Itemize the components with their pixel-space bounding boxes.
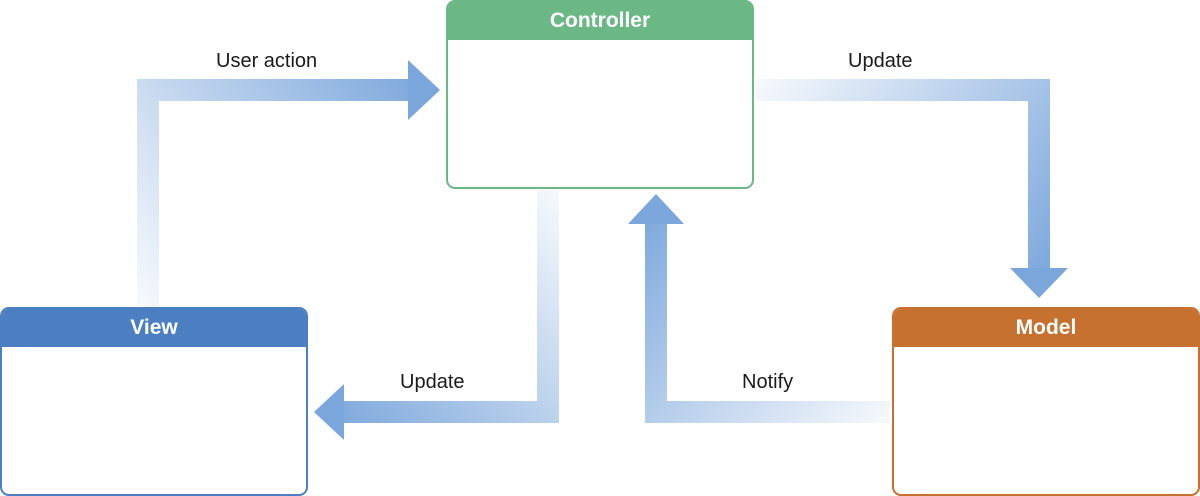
update-view-label: Update	[400, 371, 465, 393]
update-model-label: Update	[848, 50, 913, 72]
arrow-notify	[628, 194, 890, 423]
view-box: View	[0, 307, 308, 496]
arrow-update-model	[756, 79, 1068, 298]
notify-label: Notify	[742, 371, 794, 393]
model-box: Model	[892, 307, 1200, 496]
user-action-label: User action	[216, 50, 318, 72]
arrow-user-action	[137, 60, 440, 306]
controller-box: Controller	[446, 0, 754, 189]
model-title: Model	[894, 309, 1198, 347]
controller-title: Controller	[448, 2, 752, 40]
view-title: View	[2, 309, 306, 347]
arrow-update-view	[314, 190, 559, 440]
